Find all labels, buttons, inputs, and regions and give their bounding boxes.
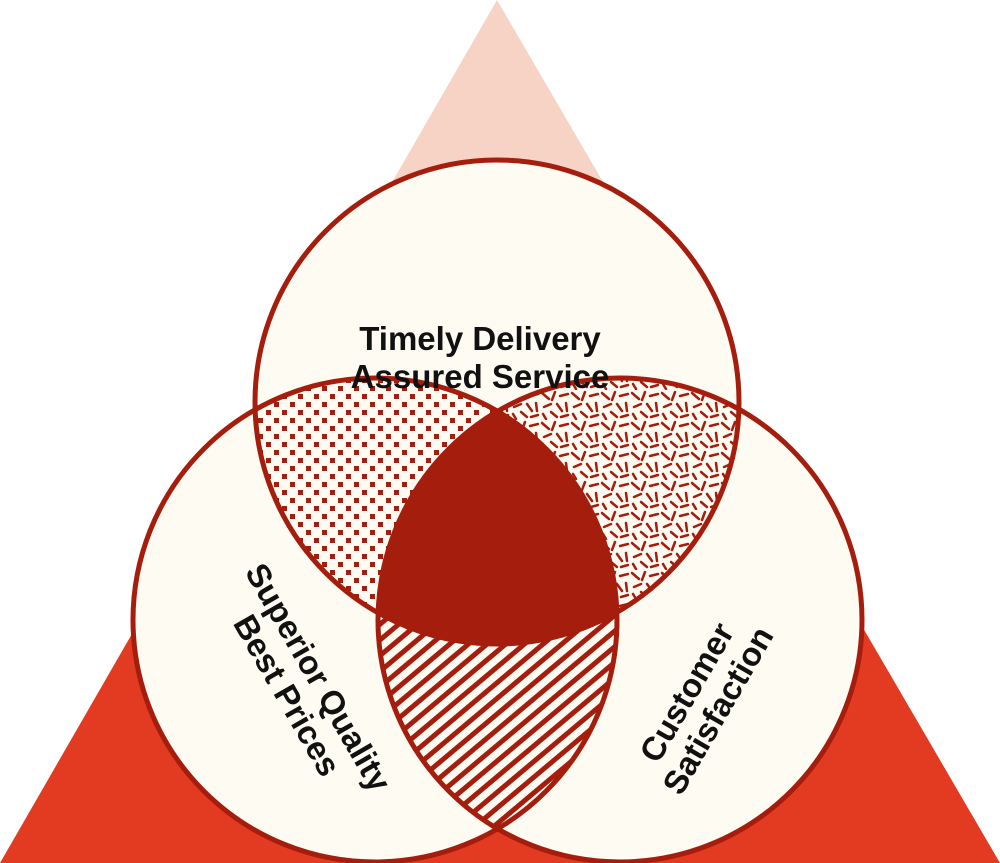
circle-right-outline (375, 375, 865, 863)
circle-top-outline (252, 157, 742, 647)
label-top-line1: Timely Delivery (359, 320, 601, 357)
label-top: Timely Delivery Assured Service (351, 320, 610, 395)
overlap-center-solid (378, 378, 617, 644)
circle-left-outline (130, 375, 620, 863)
label-top-line2: Assured Service (351, 358, 610, 395)
